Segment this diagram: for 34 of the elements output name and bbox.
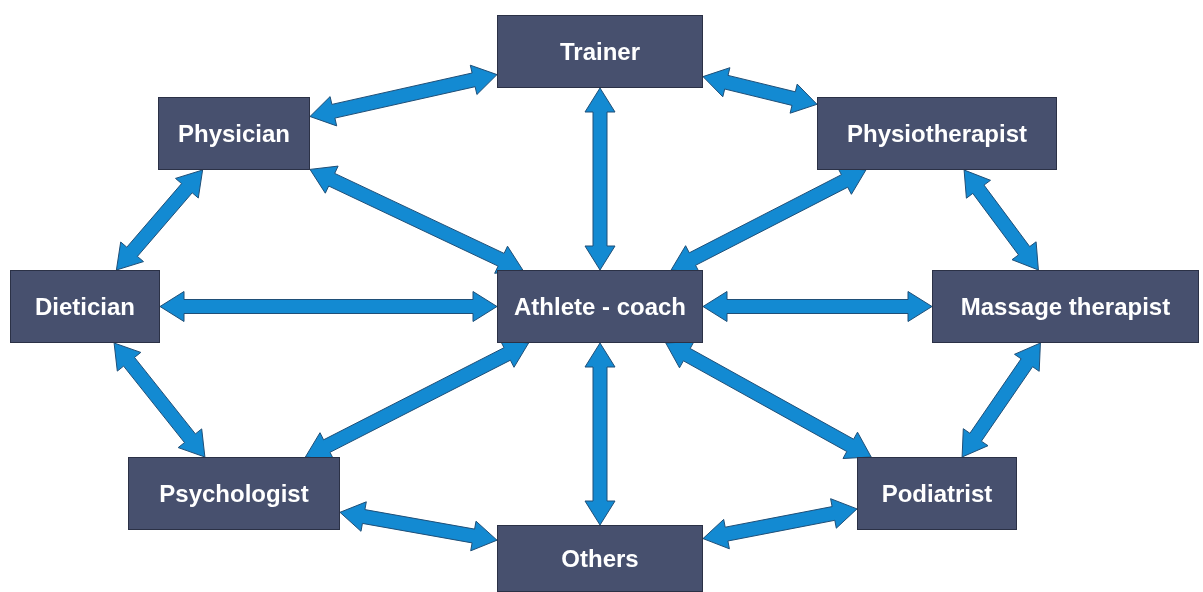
double-arrow: [584, 87, 616, 271]
role-box: [158, 97, 310, 170]
role-box: [128, 457, 340, 530]
role-box: [10, 270, 160, 343]
role-box: [497, 270, 703, 343]
role-label: Dietician: [35, 292, 135, 321]
double-arrow: [702, 67, 818, 114]
double-arrow: [702, 498, 858, 550]
double-arrow: [309, 165, 524, 274]
role-label: Podiatrist: [881, 479, 993, 508]
double-arrow: [670, 167, 867, 273]
role-label: Psychologist: [159, 479, 309, 508]
double-arrow: [113, 342, 206, 458]
role-label: Athlete - coach: [514, 292, 686, 321]
role-label: Massage therapist: [960, 292, 1171, 321]
double-arrow: [339, 501, 498, 552]
double-arrow: [304, 340, 530, 460]
double-arrow: [963, 169, 1039, 271]
double-arrow: [665, 341, 872, 459]
double-arrow: [584, 342, 616, 526]
double-arrow: [961, 342, 1041, 458]
double-arrow: [115, 169, 204, 271]
role-label: Others: [561, 544, 639, 573]
double-arrow: [309, 64, 498, 127]
role-box: [497, 525, 703, 592]
role-box: [932, 270, 1199, 343]
double-arrow: [702, 291, 933, 322]
role-box: [817, 97, 1057, 170]
role-box: [497, 15, 703, 88]
role-box: [857, 457, 1017, 530]
role-label: Physician: [177, 119, 291, 148]
role-label: Physiotherapist: [846, 119, 1027, 148]
double-arrow: [159, 291, 498, 322]
role-label: Trainer: [559, 37, 640, 66]
